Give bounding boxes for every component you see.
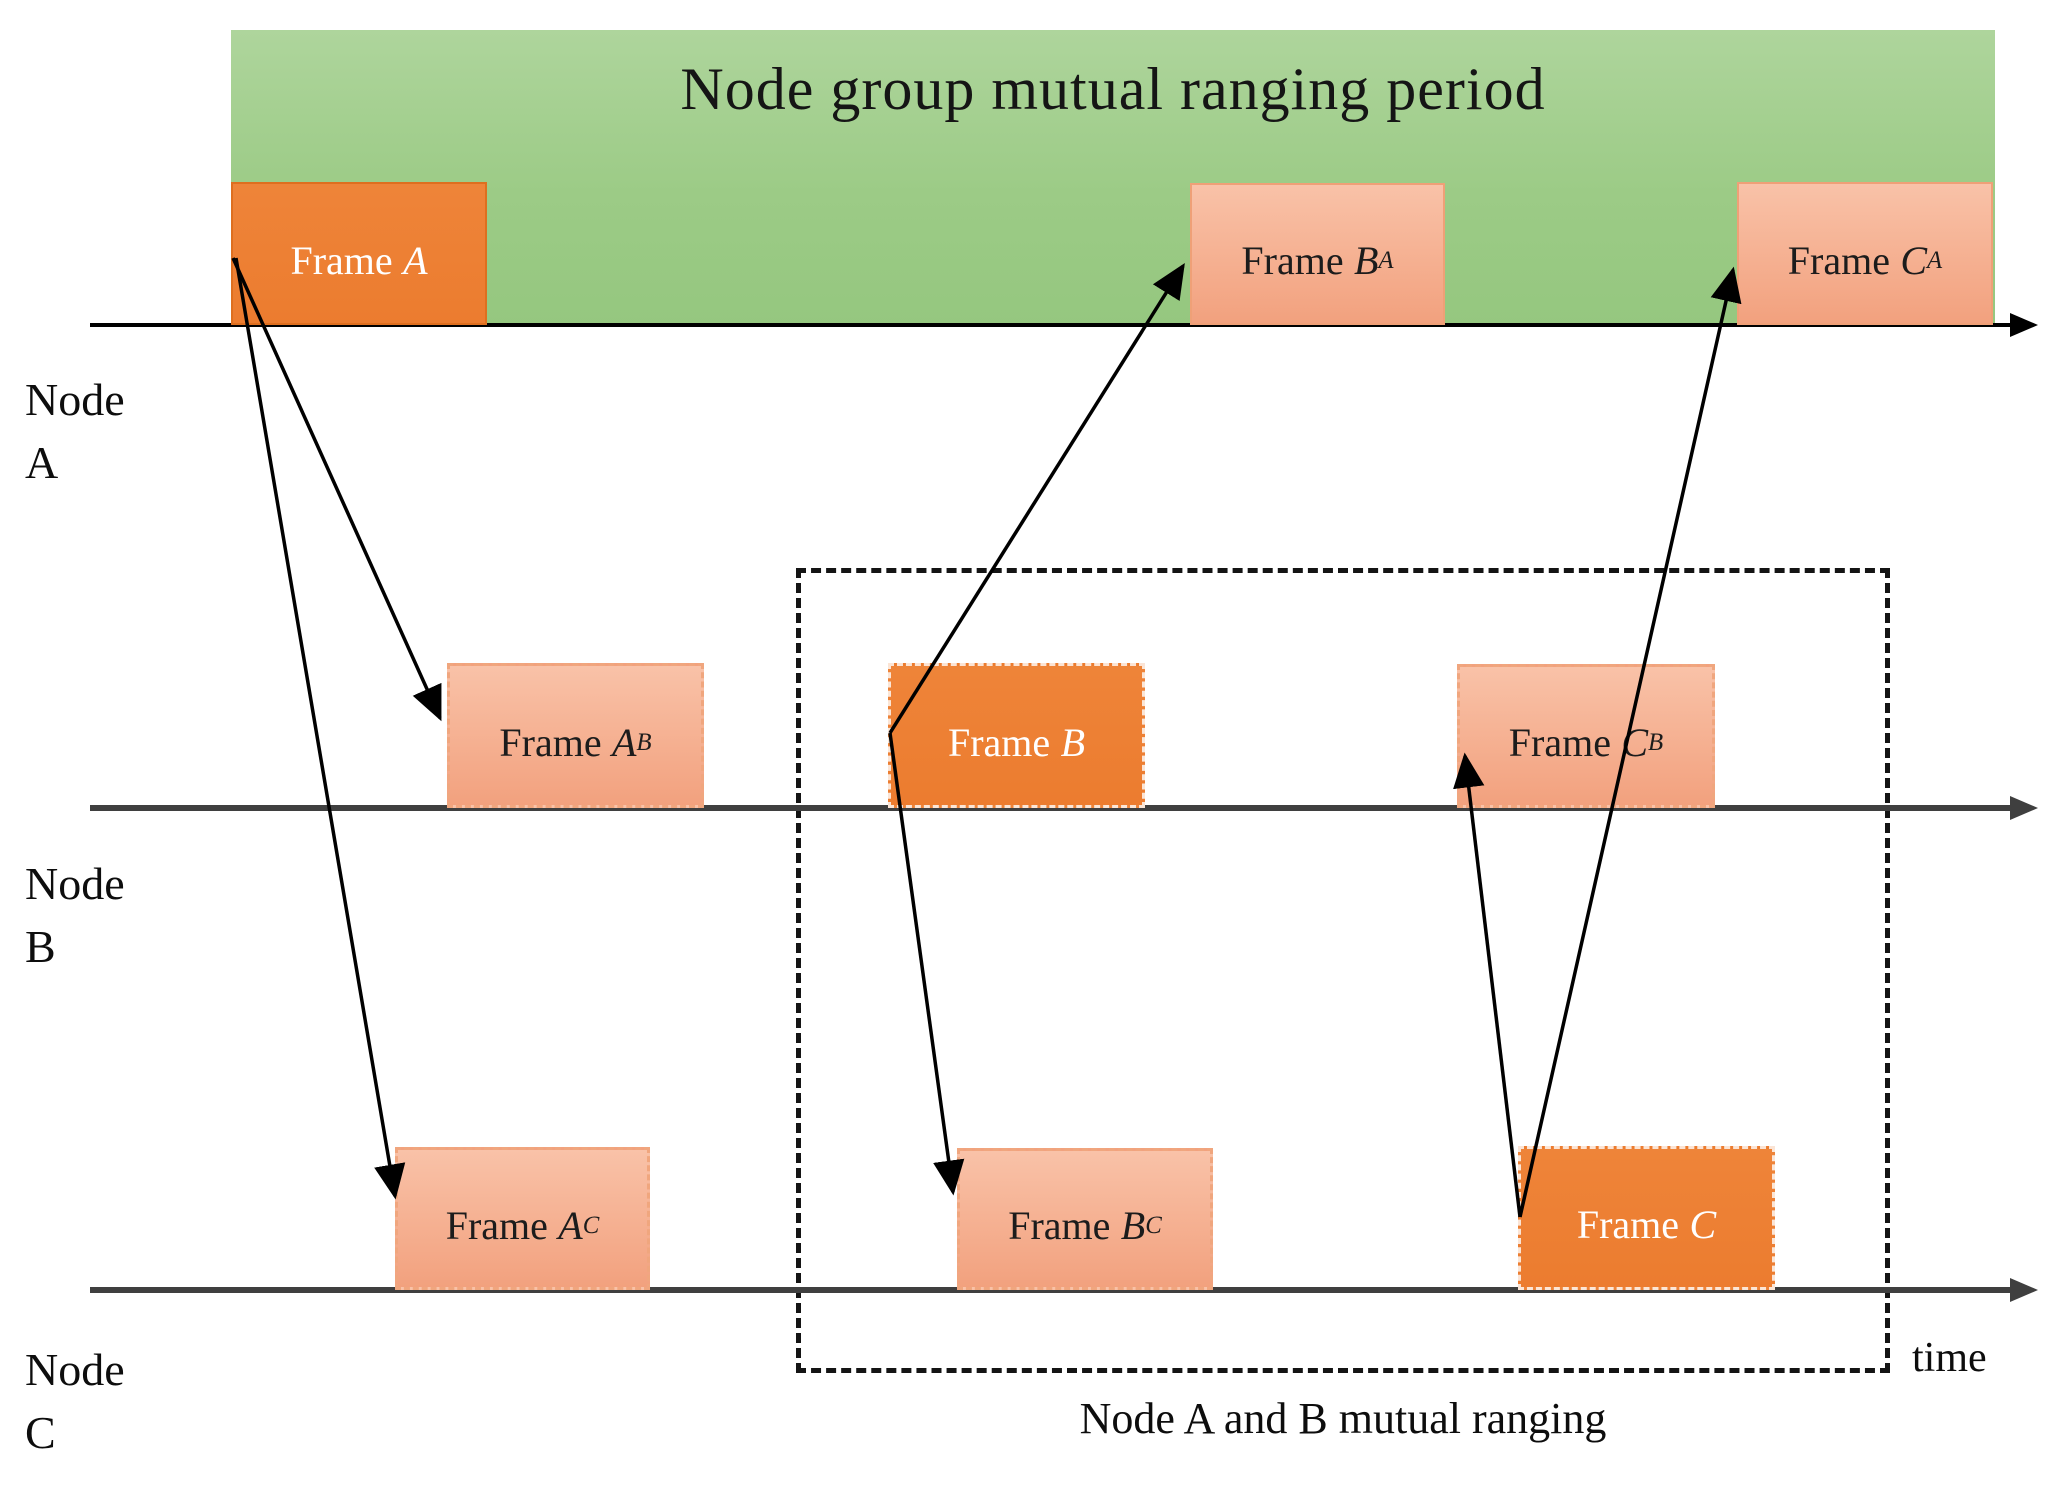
- node-c-timeline: [90, 1287, 2015, 1293]
- node-c-label: Node C: [25, 1338, 125, 1465]
- frame-ab-label: Frame: [499, 719, 602, 765]
- frame-bc-label: Frame: [1008, 1203, 1111, 1248]
- frame-ab-symbol: A: [611, 719, 637, 765]
- node-c-timeline-arrowhead-icon: [2010, 1278, 2038, 1302]
- frame-ac-label: Frame: [445, 1202, 548, 1248]
- arrow-frame-a-to-ac-icon: [234, 257, 406, 1200]
- frame-b-label: Frame: [947, 719, 1051, 765]
- node-c-label-line2: C: [25, 1407, 56, 1459]
- node-a-timeline-arrowhead-icon: [2010, 313, 2038, 337]
- node-b-label: Node B: [25, 852, 125, 979]
- mutual-ranging-dashed-box: [796, 568, 1890, 1373]
- node-a-label: Node A: [25, 368, 125, 495]
- node-b-timeline: [90, 805, 2015, 811]
- frame-a-symbol: A: [403, 237, 428, 283]
- banner-title: Node group mutual ranging period: [680, 56, 1546, 122]
- node-a-label-line1: Node: [25, 374, 125, 425]
- node-b-timeline-arrowhead-icon: [2010, 796, 2038, 820]
- frame-cb-symbol: C: [1621, 720, 1649, 765]
- frame-ba-symbol: B: [1353, 238, 1379, 283]
- node-c-label-line1: Node: [25, 1344, 125, 1395]
- frame-ac-symbol: A: [558, 1202, 583, 1248]
- node-a-label-line2: A: [25, 437, 59, 489]
- time-axis-label: time: [1912, 1335, 1987, 1381]
- frame-c-label: Frame: [1576, 1202, 1680, 1247]
- frame-bc-symbol: B: [1120, 1203, 1146, 1248]
- arrow-frame-a-to-ab-icon: [231, 257, 442, 722]
- frame-ca-label: Frame: [1787, 237, 1890, 283]
- mutual-ranging-caption: Node A and B mutual ranging: [1079, 1394, 1607, 1443]
- frame-c-symbol: C: [1689, 1202, 1717, 1247]
- frame-cb-label: Frame: [1508, 720, 1611, 765]
- frame-a-label: Frame: [290, 237, 393, 283]
- frame-b-symbol: B: [1060, 719, 1085, 765]
- node-b-label-line1: Node: [25, 858, 125, 909]
- node-b-label-line2: B: [25, 921, 56, 973]
- frame-ca-symbol: C: [1900, 237, 1928, 283]
- frame-ba-label: Frame: [1241, 238, 1344, 283]
